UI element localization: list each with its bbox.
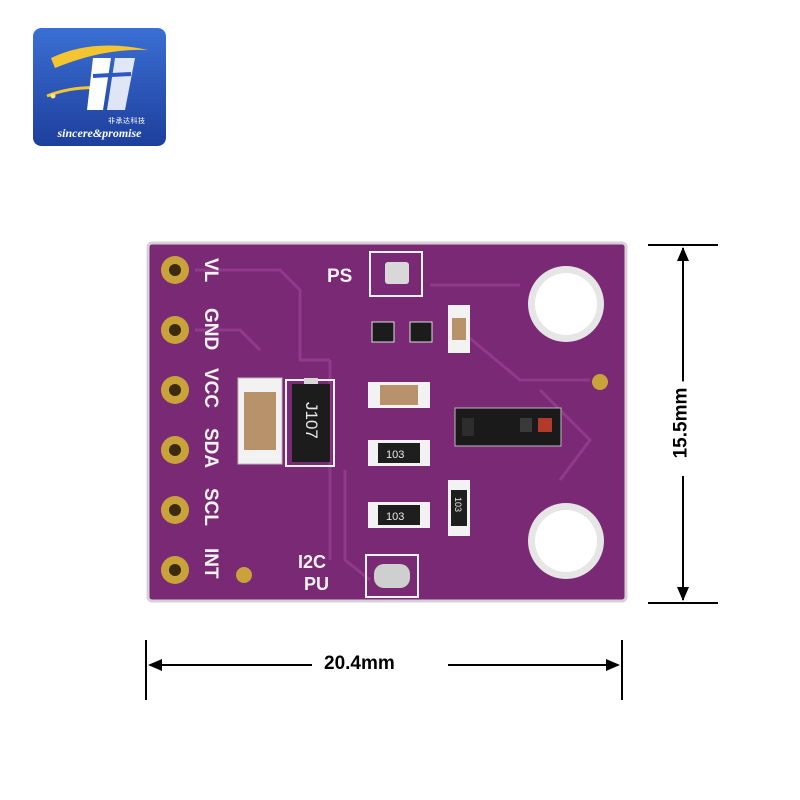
width-dimension	[145, 640, 623, 700]
smd-component	[409, 321, 433, 343]
pin-label-vl: VL	[200, 258, 221, 283]
regulator-marking: J107	[302, 402, 321, 439]
height-label: 15.5mm	[670, 381, 693, 465]
logo-chinese-text: 非承达科技	[108, 117, 146, 125]
ps-label: PS	[327, 266, 352, 287]
ps-jumper-outline	[369, 251, 423, 297]
i2c-pu-jumper-outline	[365, 554, 419, 598]
ps-jumper-pad	[385, 262, 409, 284]
header-pins	[161, 256, 189, 584]
pin-label-vcc: VCC	[200, 368, 221, 408]
i2c-label: I2C	[298, 552, 326, 572]
pin-label-gnd: GND	[200, 308, 221, 350]
pcb-board	[146, 241, 628, 603]
pin-label-int: INT	[200, 548, 221, 579]
logo-brand-text: sincere&promise	[57, 126, 142, 140]
via-pad	[236, 567, 252, 583]
brand-logo: 非承达科技 sincere&promise	[33, 28, 166, 146]
resistor-marking: 103	[453, 497, 463, 512]
smd-component	[371, 321, 395, 343]
sp-logo-icon	[33, 28, 166, 146]
resistor-marking: 103	[386, 449, 404, 461]
pu-label: PU	[304, 574, 329, 594]
regulator-chip	[292, 384, 330, 462]
i2c-pu-jumper-pad	[374, 564, 410, 588]
height-dimension	[648, 244, 718, 604]
pin-label-sda: SDA	[200, 428, 221, 468]
via-pad	[592, 374, 608, 390]
pin-label-scl: SCL	[200, 488, 221, 526]
resistor-marking: 103	[386, 511, 404, 523]
width-label: 20.4mm	[318, 653, 401, 675]
capacitor-body	[244, 392, 276, 450]
